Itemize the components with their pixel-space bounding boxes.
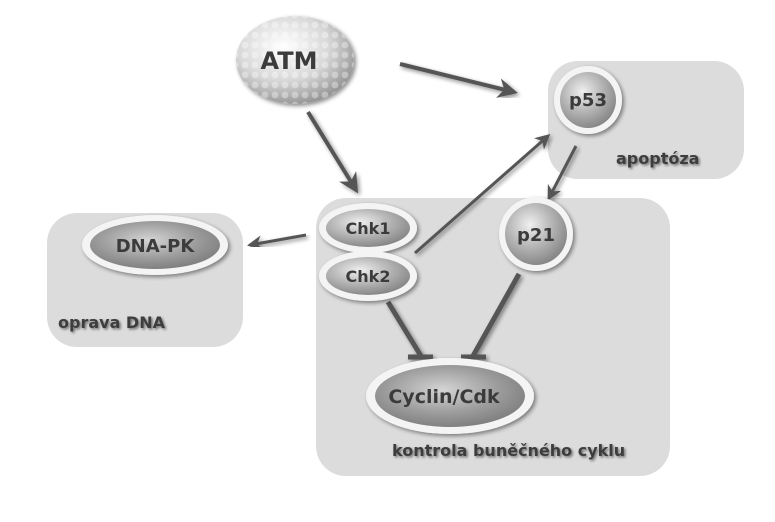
node-p53-label: p53 [569,90,607,111]
edge-p21-inhibits-cyclincdk [461,272,522,360]
edge-chk2-inhibits-cyclincdk [385,300,433,360]
edge-atm-to-p53 [399,62,518,98]
edge-atm-to-chk [306,110,359,194]
edge-p53-to-p21 [547,145,578,201]
region-label-dna-repair: oprava DNA [58,313,166,332]
node-dnapk-label: DNA-PK [116,236,196,257]
edge-chk2-to-p53 [414,134,551,255]
node-atm: ATM [236,16,354,104]
region-label-apoptosis: apoptóza [616,149,699,168]
node-chk1-label: Chk1 [346,219,391,238]
node-atm-label: ATM [261,47,318,75]
node-p21-label: p21 [517,225,555,246]
node-chk2-label: Chk2 [346,267,391,286]
node-p21: p21 [499,197,573,271]
node-p53: p53 [554,66,622,134]
region-label-cell-cycle: kontrola buněčného cyklu [392,441,625,460]
node-dnapk: DNA-PK [82,215,228,275]
node-cyclin-cdk: Cyclin/Cdk [366,358,534,434]
node-cyclin-cdk-label: Cyclin/Cdk [388,386,500,408]
node-chk-group: Chk1 Chk2 [319,203,417,301]
edge-chk-to-dnapk [247,233,307,251]
